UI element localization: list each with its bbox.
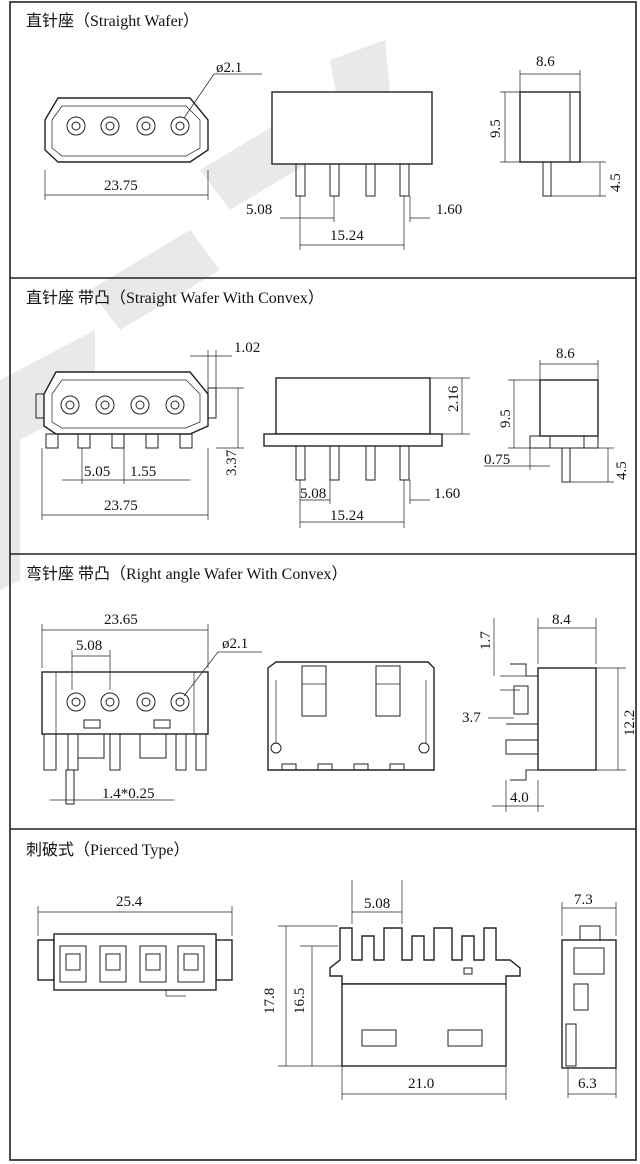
s3-pin-label: 4.0 bbox=[510, 790, 529, 806]
s1-pin-holes bbox=[66, 116, 190, 136]
s1-pin-label: 1.60 bbox=[436, 202, 462, 218]
s4-width-label: 25.4 bbox=[116, 894, 143, 910]
s1-height-label: 9.5 bbox=[488, 119, 504, 138]
s3-lock-label: 1.7 bbox=[478, 631, 494, 650]
s1-diameter-label: ø2.1 bbox=[216, 60, 242, 76]
s1-pin-len-label: 4.5 bbox=[608, 173, 624, 192]
s2-width-label: 23.75 bbox=[104, 498, 138, 514]
s2-side-view bbox=[263, 377, 470, 528]
s3-pitch-label: 5.08 bbox=[76, 638, 102, 654]
s3-end-view bbox=[488, 618, 626, 812]
outer-frame bbox=[9, 1, 637, 1161]
s2-height-top-label: 2.16 bbox=[446, 385, 462, 412]
section-2-title: 直针座 带凸（Straight Wafer With Convex） bbox=[26, 289, 324, 307]
s2-pin-holes bbox=[60, 395, 185, 415]
s3-height-label: 12.2 bbox=[622, 710, 638, 736]
s2-pin-label: 1.60 bbox=[434, 486, 460, 502]
s1-front-view bbox=[44, 73, 262, 200]
s4-side-view bbox=[278, 880, 521, 1100]
s3-side-view bbox=[267, 661, 435, 771]
s2-pin-len-label: 4.5 bbox=[614, 461, 630, 480]
s3-offset-label: 3.7 bbox=[462, 710, 481, 726]
s2-height-label: 9.5 bbox=[498, 409, 514, 428]
section-3-title: 弯针座 带凸（Right angle Wafer With Convex） bbox=[26, 565, 347, 583]
s2-span-label: 15.24 bbox=[330, 508, 364, 524]
s1-span-label: 15.24 bbox=[330, 228, 364, 244]
s2-pitch-label: 5.08 bbox=[300, 486, 326, 502]
s2-depth-label: 8.6 bbox=[556, 346, 575, 362]
s2-pitch-a-label: 5.05 bbox=[84, 464, 110, 480]
s4-depth-top-label: 7.3 bbox=[574, 892, 593, 908]
s4-height-total-label: 17.8 bbox=[262, 988, 278, 1014]
s4-front-view bbox=[37, 906, 233, 997]
s3-depth-label: 8.4 bbox=[552, 612, 571, 628]
s4-end-view bbox=[561, 902, 617, 1098]
section-1-title: 直针座（Straight Wafer） bbox=[26, 12, 199, 30]
s4-height-body-label: 16.5 bbox=[292, 988, 308, 1014]
s3-pin-holes bbox=[66, 692, 190, 712]
section-4-title: 刺破式（Pierced Type） bbox=[26, 841, 189, 859]
s2-front-view bbox=[35, 350, 244, 520]
s1-depth-label: 8.6 bbox=[536, 54, 555, 70]
s1-side-view bbox=[271, 91, 433, 250]
s3-front-view bbox=[41, 624, 262, 805]
s4-pitch-label: 5.08 bbox=[364, 896, 390, 912]
s1-width-label: 23.75 bbox=[104, 178, 138, 194]
s2-pitch-b-label: 1.55 bbox=[130, 464, 156, 480]
s1-pitch-label: 5.08 bbox=[246, 202, 272, 218]
s2-convex-label: 1.02 bbox=[234, 340, 260, 356]
s1-end-view bbox=[500, 70, 606, 197]
s3-diameter-label: ø2.1 bbox=[222, 636, 248, 652]
s3-tolerance-label: 1.4*0.25 bbox=[102, 786, 155, 802]
s2-offset-label: 0.75 bbox=[484, 452, 510, 468]
s4-base-label: 21.0 bbox=[408, 1076, 434, 1092]
s2-height-side-label: 3.37 bbox=[224, 449, 240, 476]
s3-width-label: 23.65 bbox=[104, 612, 138, 628]
s4-depth-base-label: 6.3 bbox=[578, 1076, 597, 1092]
s2-end-view bbox=[484, 360, 614, 483]
